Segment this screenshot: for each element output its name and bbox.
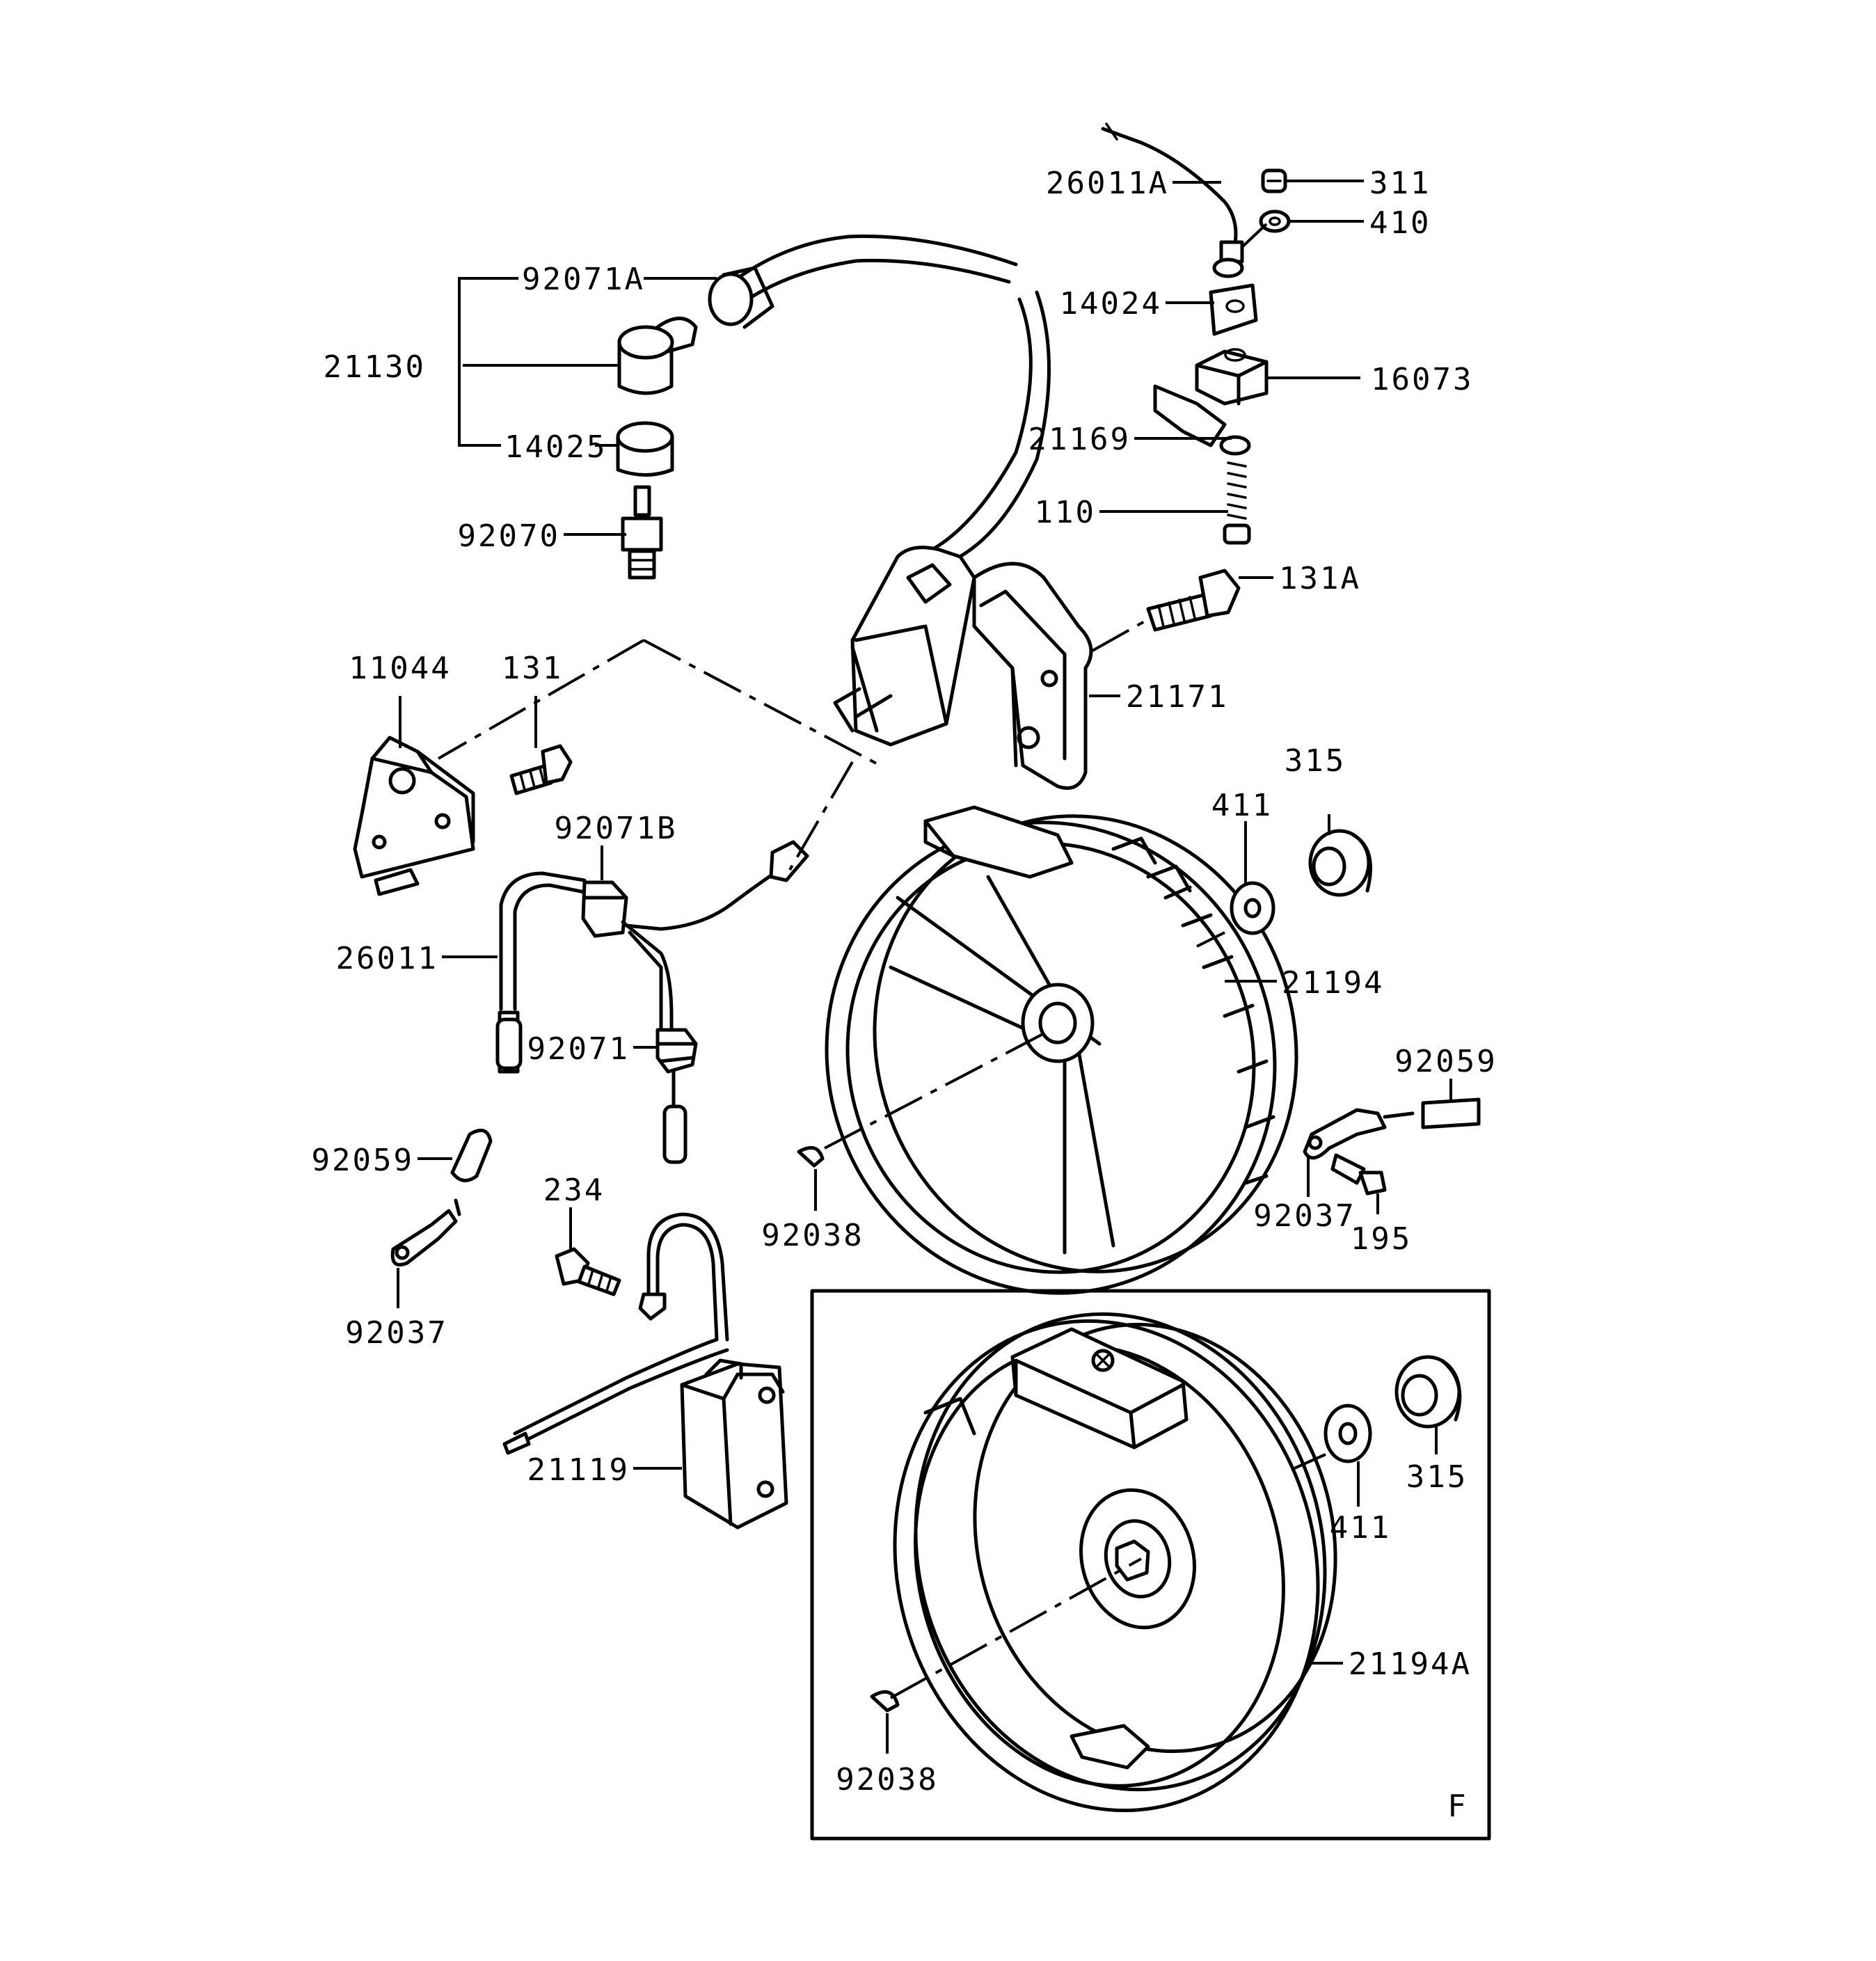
inset-letter: F (1447, 1788, 1468, 1824)
label-131A: 131A (1279, 561, 1361, 596)
stop-lead-branch (621, 920, 674, 1046)
label-21194A: 21194A (1349, 1646, 1472, 1682)
label-92037-right: 92037 (1253, 1198, 1356, 1234)
label-411-a: 411 (1211, 788, 1273, 823)
label-92071: 92071 (527, 1031, 630, 1067)
nut-311 (1261, 168, 1287, 193)
label-92037-left: 92037 (345, 1315, 447, 1351)
label-16073: 16073 (1371, 362, 1473, 397)
label-92070: 92070 (458, 518, 560, 554)
spark-plug-92070 (621, 485, 663, 580)
part-labels: 26011A 311 410 92071A 14024 21130 16073 … (312, 166, 1497, 1824)
eyelet-92037-right (1303, 1108, 1415, 1160)
label-11044: 11044 (349, 651, 451, 686)
spring-110 (1223, 461, 1251, 545)
label-21119: 21119 (527, 1452, 630, 1488)
plate-21169 (1153, 384, 1251, 456)
switch-16073 (1195, 348, 1269, 406)
ignition-coil-21171 (833, 546, 1093, 790)
flywheel-21194 (825, 805, 1298, 1295)
terminal-14024 (1209, 283, 1258, 336)
label-14024: 14024 (1060, 286, 1162, 321)
igniter-21119 (680, 1358, 788, 1530)
key-92038-a (797, 1145, 825, 1168)
label-311: 311 (1369, 166, 1431, 201)
label-92059-right: 92059 (1394, 1044, 1497, 1079)
bolt-234 (555, 1247, 621, 1296)
label-92038-a: 92038 (761, 1218, 864, 1253)
washer-411-a (1230, 881, 1275, 935)
cap-14025 (616, 421, 674, 477)
eyelet-92037-left (390, 1198, 461, 1267)
flywheel-21194A (893, 1312, 1337, 1813)
label-410: 410 (1369, 205, 1431, 241)
label-21169: 21169 (1028, 422, 1131, 457)
label-14025: 14025 (504, 429, 607, 465)
stop-lead-26011 (495, 871, 587, 1074)
label-92038-b: 92038 (836, 1762, 938, 1797)
sleeve-92059-left (450, 1128, 493, 1182)
plug-cap-21130 (617, 317, 698, 395)
label-110: 110 (1035, 495, 1096, 530)
label-92059-left: 92059 (312, 1143, 414, 1178)
grommet-92071 (655, 1028, 698, 1074)
washer-small (1212, 257, 1244, 278)
nut-315-a (1308, 829, 1372, 897)
label-315-b: 315 (1406, 1459, 1468, 1495)
label-195: 195 (1351, 1221, 1412, 1257)
bolt-131 (509, 744, 573, 795)
washer-411-b (1323, 1404, 1372, 1463)
label-21130: 21130 (324, 349, 426, 385)
washer-410 (1259, 209, 1291, 233)
terminal-connector (662, 1070, 687, 1164)
label-131: 131 (502, 651, 563, 686)
label-234: 234 (543, 1173, 605, 1208)
bolt-131A (1146, 569, 1241, 632)
assembly-centerlines (438, 618, 1326, 1699)
label-315-a: 315 (1285, 743, 1346, 779)
inset-frame (810, 1289, 1491, 1841)
label-21171: 21171 (1126, 679, 1228, 715)
label-26011: 26011 (336, 941, 438, 976)
label-21194: 21194 (1282, 965, 1384, 1001)
spark-plug-cap-92071A (708, 266, 774, 329)
igniter-lead (502, 1212, 729, 1455)
coil-lead-wire (624, 840, 809, 931)
label-92071A: 92071A (522, 262, 645, 297)
sleeve-92059-right (1421, 1097, 1481, 1129)
nut-315-b (1394, 1355, 1462, 1429)
screw-195 (1330, 1153, 1387, 1196)
high-tension-lead (722, 235, 1051, 562)
bracket-11044 (353, 736, 475, 896)
grommet-92071B (581, 880, 628, 938)
label-26011A: 26011A (1046, 166, 1169, 201)
label-92071B: 92071B (555, 811, 678, 846)
leader-lines (397, 180, 1452, 1754)
label-411-b: 411 (1330, 1510, 1391, 1546)
